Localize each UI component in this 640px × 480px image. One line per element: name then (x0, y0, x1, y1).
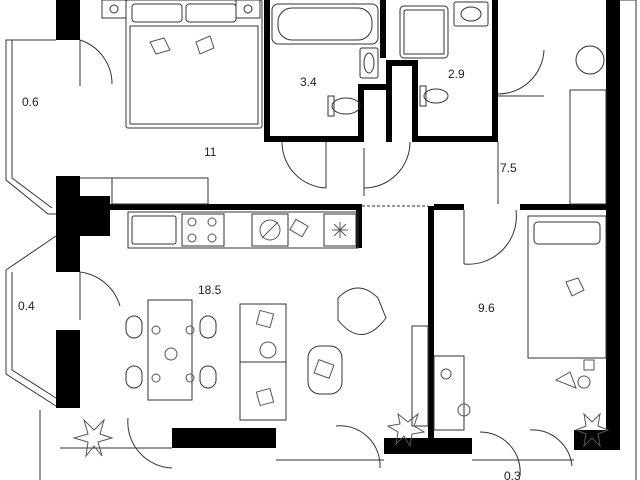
area-label-toilet-room: 2.9 (448, 67, 465, 81)
decor-symbols (72, 35, 610, 458)
room-area-labels: 0.6 3.4 2.9 11 7.5 18.5 0.4 9.6 0.3 (18, 67, 521, 480)
area-label-bedroom: 11 (204, 145, 217, 159)
area-label-hallway: 7.5 (500, 161, 517, 175)
area-label-kitchen-living: 18.5 (198, 283, 222, 297)
area-label-loggia-lower: 0.4 (18, 299, 35, 313)
area-label-loggia-upper: 0.6 (22, 95, 39, 109)
area-label-small-balcony: 0.3 (504, 469, 521, 480)
area-label-second-bedroom: 9.6 (478, 301, 495, 315)
walls (56, 0, 620, 454)
area-label-bathroom: 3.4 (300, 75, 317, 89)
thin-lines (5, 0, 637, 480)
